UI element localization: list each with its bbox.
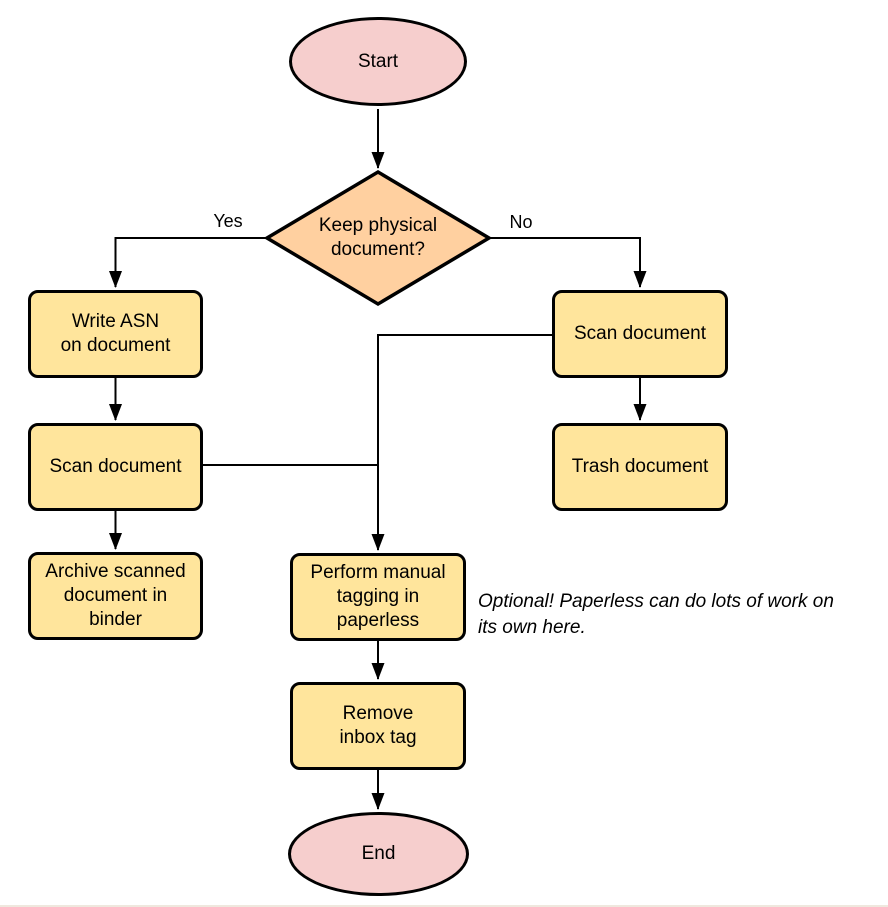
node-scan-document-left: Scan document [28, 423, 203, 511]
node-decision: Keep physical document? [278, 210, 478, 266]
edge-label-yes: Yes [213, 211, 243, 231]
page-bottom-edge [0, 905, 888, 907]
edge-scan-right-to-tagging [371, 334, 552, 551]
node-decision-shape [263, 169, 493, 307]
node-manual-tagging: Perform manual tagging in paperless [290, 553, 466, 641]
node-end-label: End [361, 843, 396, 864]
node-archive-scanned: Archive scanned document in binder [28, 552, 203, 640]
node-remove-inbox-tag: Remove inbox tag [290, 682, 466, 770]
node-start: Start [289, 17, 467, 106]
node-scan-document-right: Scan document [552, 290, 728, 378]
node-archive-scanned-label: Archive scanned document in binder [45, 561, 186, 630]
node-write-asn: Write ASN on document [28, 290, 203, 378]
edge-decision-yes-to-write-asn [109, 237, 267, 288]
node-decision-label: Keep physical document? [318, 215, 438, 260]
annotation-optional-paperless: Optional! Paperless can do lots of work … [478, 591, 834, 638]
edge-label-no: No [509, 212, 533, 232]
edge-decision-no-to-scan-right [489, 237, 647, 288]
node-start-label: Start [357, 50, 399, 72]
node-manual-tagging-label: Perform manual tagging in paperless [310, 562, 446, 631]
node-write-asn-label: Write ASN on document [60, 311, 171, 356]
node-end: End [288, 812, 469, 896]
node-scan-document-left-label: Scan document [49, 456, 182, 477]
node-trash-document: Trash document [552, 423, 728, 511]
node-scan-document-right-label: Scan document [573, 323, 707, 344]
node-trash-document-label: Trash document [571, 456, 709, 477]
node-remove-inbox-tag-label: Remove inbox tag [339, 703, 417, 748]
